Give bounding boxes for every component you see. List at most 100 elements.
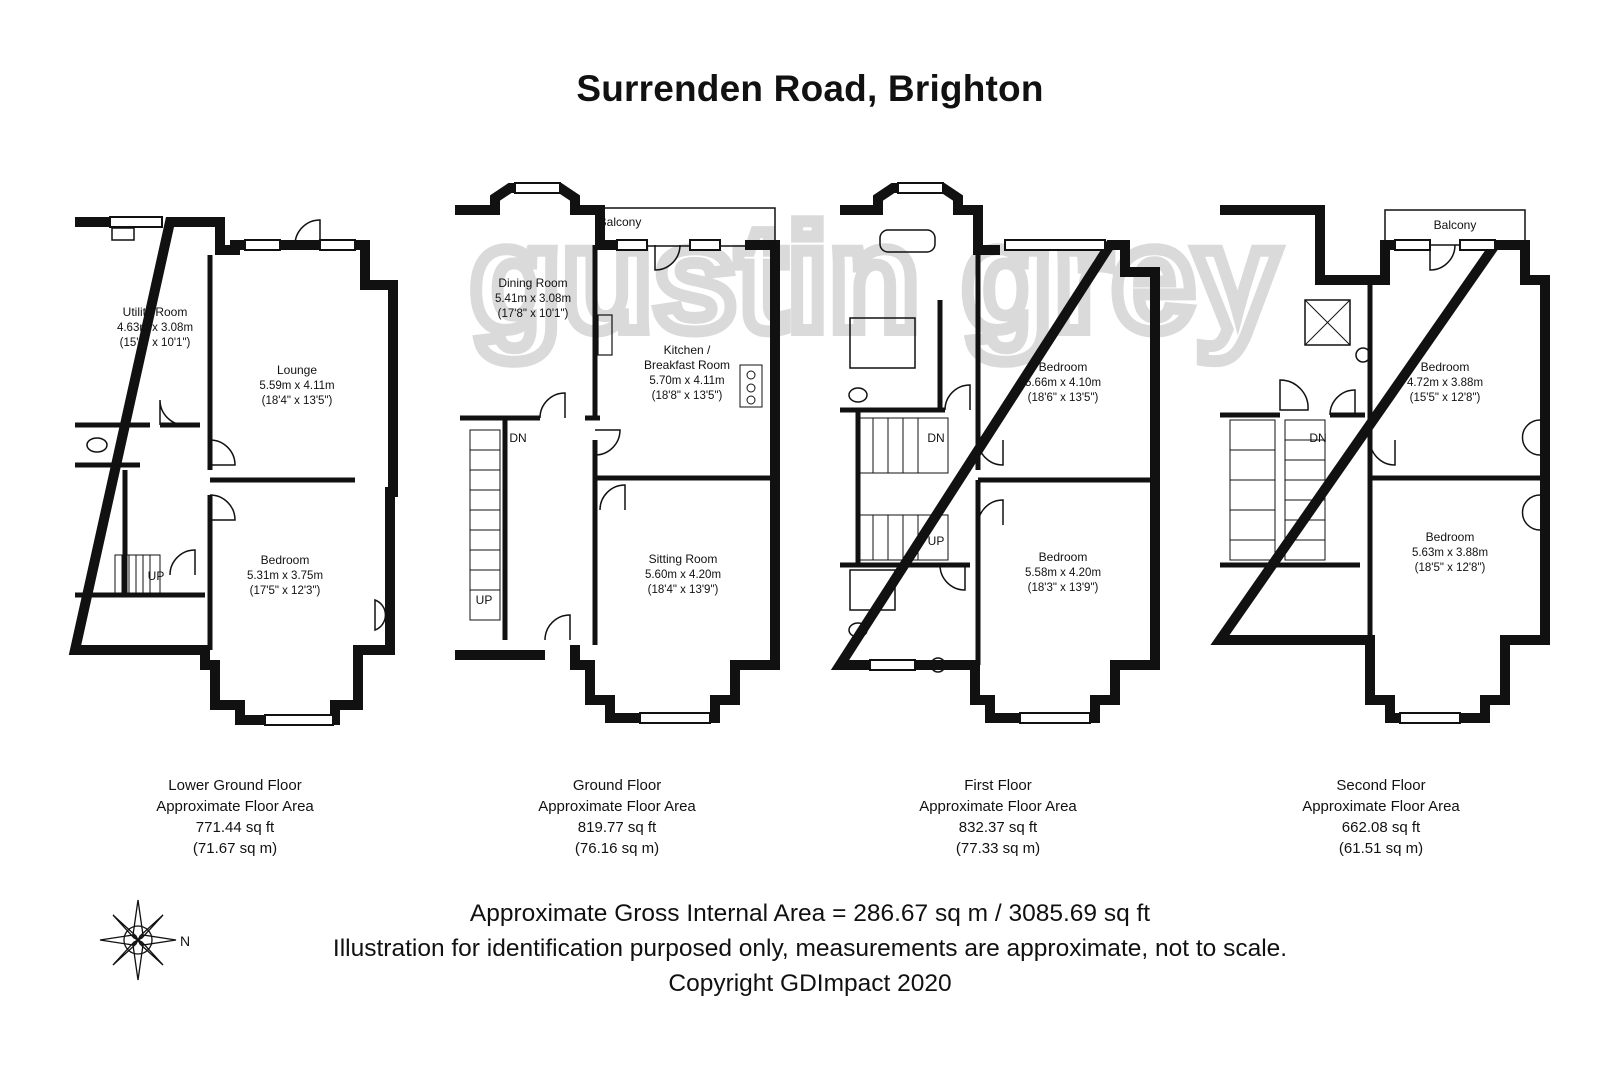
ff-basin-icon: [930, 657, 946, 673]
gf-balcony: [599, 207, 776, 247]
sf-door-arc-2: [1369, 439, 1396, 466]
gf-caption-sqft: 819.77 sq ft: [577, 819, 657, 836]
sf-caption-sqm: (61.51 sq m): [1338, 840, 1424, 857]
gross-area-text: Approximate Gross Internal Area = 286.67…: [469, 900, 1151, 927]
gf-kitchen-imperial: (18'8" x 13'5"): [652, 390, 723, 402]
lgf-window-lounge-l: [244, 239, 281, 251]
lgf-utility-imperial: (15'2" x 10'1"): [120, 337, 191, 349]
lgf-utility-name: Utility Room: [123, 305, 188, 319]
lgf-caption-sqm: (71.67 sq m): [192, 840, 278, 857]
second-floor-plan: [1210, 205, 1550, 724]
gf-kitchen-name2: Breakfast Room: [644, 358, 730, 372]
sf-door-arc: [1429, 244, 1456, 271]
sf-caption-name: Second Floor: [1336, 777, 1426, 794]
ff-bedroom2-imperial: (18'3" x 13'9"): [1028, 582, 1099, 594]
sf-labels: Balcony Bedroom 4.72m x 3.88m (15'5" x 1…: [1309, 218, 1488, 574]
gf-kitchen-sink-icon: [597, 314, 613, 356]
gf-window-kitchen-l: [616, 239, 648, 251]
lgf-bedroom-metric: 5.31m x 3.75m: [247, 570, 323, 582]
sf-window-front: [1399, 712, 1461, 724]
lgf-door-arc-2: [159, 399, 186, 426]
gf-kitchen-metric: 5.70m x 4.11m: [649, 375, 724, 387]
ff-labels: Bedroom 5.66m x 4.10m (18'6" x 13'5") Be…: [927, 360, 1101, 594]
ff-door-arc-4: [939, 564, 966, 591]
lower-ground-floor-plan: [68, 216, 398, 726]
gf-door-arc-3: [594, 429, 621, 456]
gf-window-front: [639, 712, 711, 724]
ff-toilet2-icon: [848, 622, 868, 638]
lgf-bedroom-name: Bedroom: [261, 553, 310, 567]
gf-caption-label: Approximate Floor Area: [538, 798, 696, 815]
lgf-up-tag: UP: [148, 569, 165, 583]
gf-inner-walls: [460, 245, 775, 645]
lgf-door-arc: [294, 219, 321, 246]
sf-bedroom1-metric: 4.72m x 3.88m: [1407, 377, 1483, 389]
sf-bedroom1-imperial: (15'5" x 12'8"): [1410, 392, 1481, 404]
lgf-toilet-icon: [86, 437, 108, 453]
ff-bedroom1-metric: 5.66m x 4.10m: [1025, 377, 1101, 389]
sf-door-arc-4: [1279, 379, 1309, 411]
sf-caption-sqft: 662.08 sq ft: [1341, 819, 1421, 836]
gf-balcony-label: Balcony: [599, 215, 642, 229]
gf-sitting-name: Sitting Room: [649, 552, 718, 566]
ff-window-bay: [897, 182, 944, 194]
gf-labels: Balcony Dining Room 5.41m x 3.08m (17'8"…: [476, 215, 730, 607]
ff-stairs: [857, 417, 949, 561]
lgf-utility-metric: 4.63m x 3.08m: [117, 322, 193, 334]
ff-shower-icon: [849, 317, 916, 369]
gf-sitting-metric: 5.60m x 4.20m: [645, 569, 721, 581]
compass-rose-icon: N: [99, 899, 190, 981]
sf-skylight-icon: [1304, 299, 1351, 346]
lgf-window-lounge-r: [319, 239, 356, 251]
sf-stairs: [1229, 419, 1326, 561]
sf-skylight-x2: [1304, 299, 1351, 346]
sf-window-rear-l: [1394, 239, 1431, 251]
lgf-stairs: [114, 554, 161, 596]
gf-up-tag: UP: [476, 593, 493, 607]
gf-caption-name: Ground Floor: [572, 777, 662, 794]
sf-door-arc-3: [1329, 389, 1356, 416]
ff-caption-sqm: (77.33 sq m): [955, 840, 1041, 857]
ff-caption: First Floor Approximate Floor Area 832.3…: [878, 775, 1118, 859]
ff-window-front: [1019, 712, 1091, 724]
gf-window-bay: [514, 182, 561, 194]
sf-balcony-label: Balcony: [1434, 218, 1477, 232]
lgf-caption-sqft: 771.44 sq ft: [195, 819, 275, 836]
sf-bedroom2-imperial: (18'5" x 12'8"): [1415, 562, 1486, 574]
ff-outer-walls: [830, 183, 1160, 723]
gf-dining-name: Dining Room: [498, 276, 567, 290]
ff-up-tag: UP: [928, 534, 945, 548]
gf-dn-tag: DN: [509, 431, 526, 445]
ff-dn-tag: DN: [927, 431, 944, 445]
page-title: Surrenden Road, Brighton: [576, 68, 1044, 109]
lgf-window-bedroom: [264, 714, 334, 726]
gf-kitchen-name: Kitchen /: [664, 343, 711, 357]
ff-bedroom1-imperial: (18'6" x 13'5"): [1028, 392, 1099, 404]
gf-sitting-imperial: (18'4" x 13'9"): [648, 584, 719, 596]
copyright-text: Copyright GDImpact 2020: [668, 970, 952, 997]
sf-window-rear-r: [1459, 239, 1496, 251]
gf-hob-icon: [739, 364, 763, 408]
lgf-fireplace: [374, 598, 387, 632]
gf-door-arc: [654, 244, 681, 271]
lgf-caption: Lower Ground Floor Approximate Floor Are…: [115, 775, 355, 859]
gf-caption-sqm: (76.16 sq m): [574, 840, 660, 857]
ff-inner-walls: [840, 250, 1155, 665]
gf-door-arc-4: [599, 484, 626, 511]
lgf-caption-label: Approximate Floor Area: [156, 798, 314, 815]
ff-toilet-icon: [848, 387, 868, 403]
lgf-lounge-imperial: (18'4" x 13'5"): [262, 395, 333, 407]
ff-window-bed: [1004, 239, 1106, 251]
lgf-caption-name: Lower Ground Floor: [168, 777, 302, 794]
ff-door-arc-2: [977, 499, 1004, 526]
ff-caption-sqft: 832.37 sq ft: [958, 819, 1038, 836]
lgf-bedroom-imperial: (17'5" x 12'3"): [250, 585, 321, 597]
lgf-labels: Utility Room 4.63m x 3.08m (15'2" x 10'1…: [117, 305, 335, 597]
ff-bath-icon: [879, 229, 936, 253]
ff-bedroom2-name: Bedroom: [1039, 550, 1088, 564]
disclaimer-text: Illustration for identification purposed…: [332, 935, 1288, 962]
gf-caption: Ground Floor Approximate Floor Area 819.…: [497, 775, 737, 859]
first-floor-plan: [830, 182, 1160, 724]
ff-door-arc: [977, 439, 1004, 466]
